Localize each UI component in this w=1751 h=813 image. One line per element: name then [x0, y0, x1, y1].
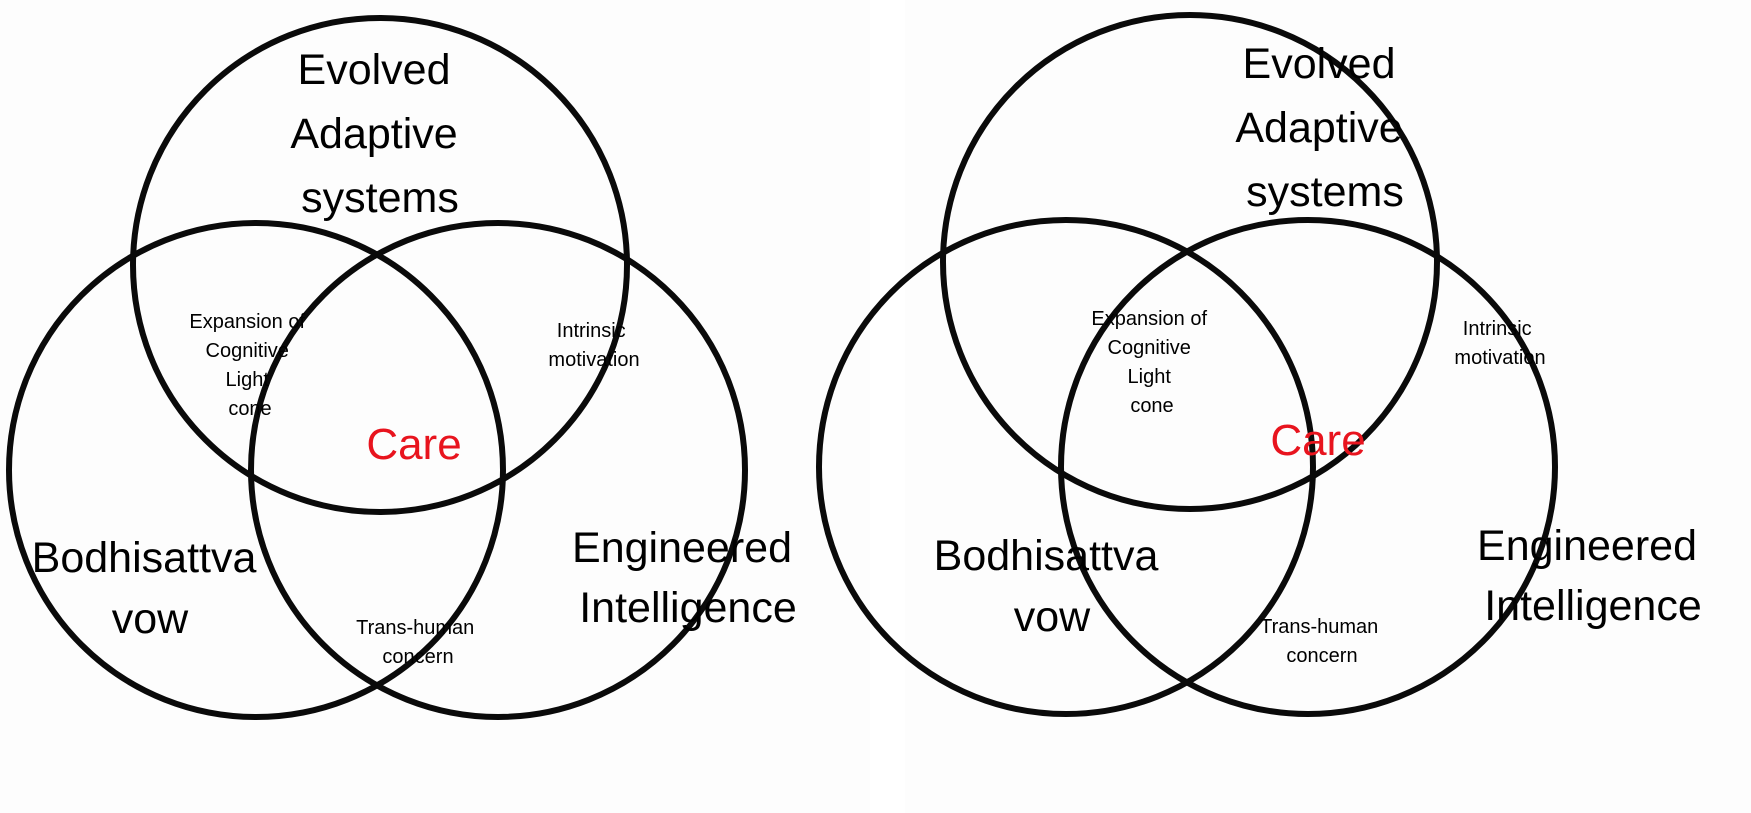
set-label-line: systems	[1246, 168, 1404, 216]
circle-left	[6, 220, 506, 720]
overlap-label-line: motivation	[1454, 347, 1545, 369]
overlap-label-line: Light	[226, 369, 270, 391]
overlap-label-line: concern	[1286, 645, 1357, 667]
set-label-top: Evolved Adaptive systems	[290, 46, 469, 222]
overlap-label-top-right: Intrinsic motivation	[1454, 318, 1545, 369]
set-label-line: Intelligence	[1484, 582, 1702, 630]
overlap-label-top-left: Expansion of Cognitive Light cone	[1091, 308, 1212, 417]
set-label-left: Bodhisattva vow	[32, 534, 269, 643]
set-label-left: Bodhisattva vow	[934, 532, 1171, 641]
overlap-label-line: Light	[1128, 366, 1172, 388]
circle-top	[130, 15, 630, 515]
set-label-line: Adaptive	[1235, 104, 1402, 152]
overlap-label-line: Trans-human	[356, 617, 474, 639]
overlap-label-line: motivation	[548, 349, 639, 371]
set-label-line: Evolved	[1243, 40, 1396, 88]
overlap-label-line: Expansion of	[1091, 308, 1207, 330]
set-label-line: vow	[112, 595, 189, 643]
set-label-line: Engineered	[572, 524, 792, 572]
overlap-label-line: Trans-human	[1260, 616, 1378, 638]
set-label-right: Engineered Intelligence	[572, 524, 804, 632]
circle-right	[1058, 217, 1558, 717]
overlap-label-top-left: Expansion of Cognitive Light cone	[189, 311, 310, 420]
circles-left	[6, 15, 748, 720]
circle-top	[940, 12, 1440, 512]
overlap-label-line: Cognitive	[1108, 337, 1191, 359]
center-label: Care	[366, 420, 461, 469]
overlap-label-left-right: Trans-human concern	[1260, 616, 1384, 667]
set-label-line: vow	[1014, 593, 1091, 641]
circle-left	[816, 217, 1316, 717]
overlap-label-line: Intrinsic	[557, 320, 626, 342]
set-label-line: Evolved	[298, 46, 451, 94]
circles-right	[816, 12, 1558, 717]
overlap-label-line: concern	[382, 646, 453, 668]
set-label-top: Evolved Adaptive systems	[1235, 40, 1414, 216]
set-label-line: Adaptive	[290, 110, 457, 158]
set-label-line: Bodhisattva	[934, 532, 1159, 580]
set-label-line: Intelligence	[579, 584, 797, 632]
set-label-right: Engineered Intelligence	[1477, 522, 1709, 630]
overlap-label-line: Expansion of	[189, 311, 305, 333]
overlap-label-line: cone	[1130, 395, 1173, 417]
panel-background-left	[0, 0, 870, 813]
circle-right	[248, 220, 748, 720]
set-label-line: systems	[301, 174, 459, 222]
panel-background-right	[905, 0, 1751, 813]
overlap-label-line: cone	[228, 398, 271, 420]
overlap-label-line: Intrinsic	[1463, 318, 1532, 340]
set-label-line: Bodhisattva	[32, 534, 257, 582]
center-label: Care	[1270, 416, 1365, 465]
overlap-label-top-right: Intrinsic motivation	[548, 320, 639, 371]
set-label-line: Engineered	[1477, 522, 1697, 570]
overlap-label-left-right: Trans-human concern	[356, 617, 480, 668]
overlap-label-line: Cognitive	[206, 340, 289, 362]
